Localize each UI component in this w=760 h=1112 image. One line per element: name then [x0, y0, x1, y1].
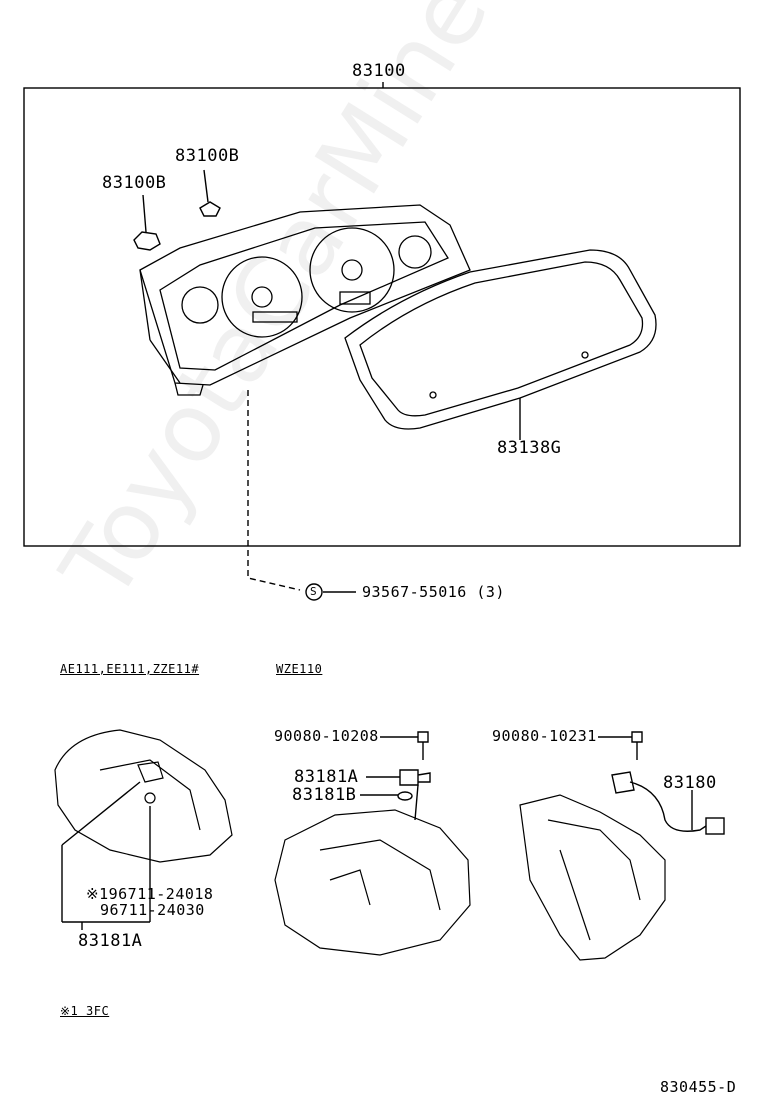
label-variant-a: AE111,EE111,ZZE11# [60, 662, 200, 676]
sensor-83181a-shape [399, 769, 431, 786]
bracket-right [199, 201, 221, 217]
label-glass: 83138G [497, 438, 562, 458]
label-bolt-2: 90080-10231 [492, 727, 597, 745]
transmission-a [54, 729, 233, 863]
label-bracket-b-left: 83100B [102, 173, 167, 193]
meter-glass [344, 249, 657, 430]
label-oring-1: ※196711-24018 [86, 885, 214, 903]
label-footnote: ※1 3FC [60, 1004, 110, 1018]
transmission-b1 [274, 809, 471, 956]
bolt-1 [417, 731, 429, 760]
oring-83181b [397, 791, 413, 801]
label-assembly: 83100 [352, 61, 406, 81]
label-sensor-a2: 83181A [78, 931, 143, 951]
label-bolt-1: 90080-10208 [274, 727, 379, 745]
label-sensor-a1: 83181A [294, 767, 359, 787]
bolt-2 [631, 731, 643, 760]
label-sensor-b1: 83181B [292, 785, 357, 805]
screw-symbol: S [310, 585, 317, 598]
speed-sensor-83180 [611, 771, 707, 832]
label-variant-b: WZE110 [276, 662, 323, 676]
diagram-id: 830455-D [660, 1078, 737, 1096]
label-oring-2: 96711-24030 [100, 901, 205, 919]
label-bracket-b-right: 83100B [175, 146, 240, 166]
transmission-b2 [519, 794, 666, 961]
assembly-frame [23, 87, 741, 547]
bracket-left [133, 231, 161, 251]
label-sensor-main: 83180 [663, 773, 717, 793]
combination-meter [139, 204, 471, 396]
label-screw: 93567-55016 (3) [362, 583, 505, 601]
screw-symbol-circle [305, 583, 323, 601]
